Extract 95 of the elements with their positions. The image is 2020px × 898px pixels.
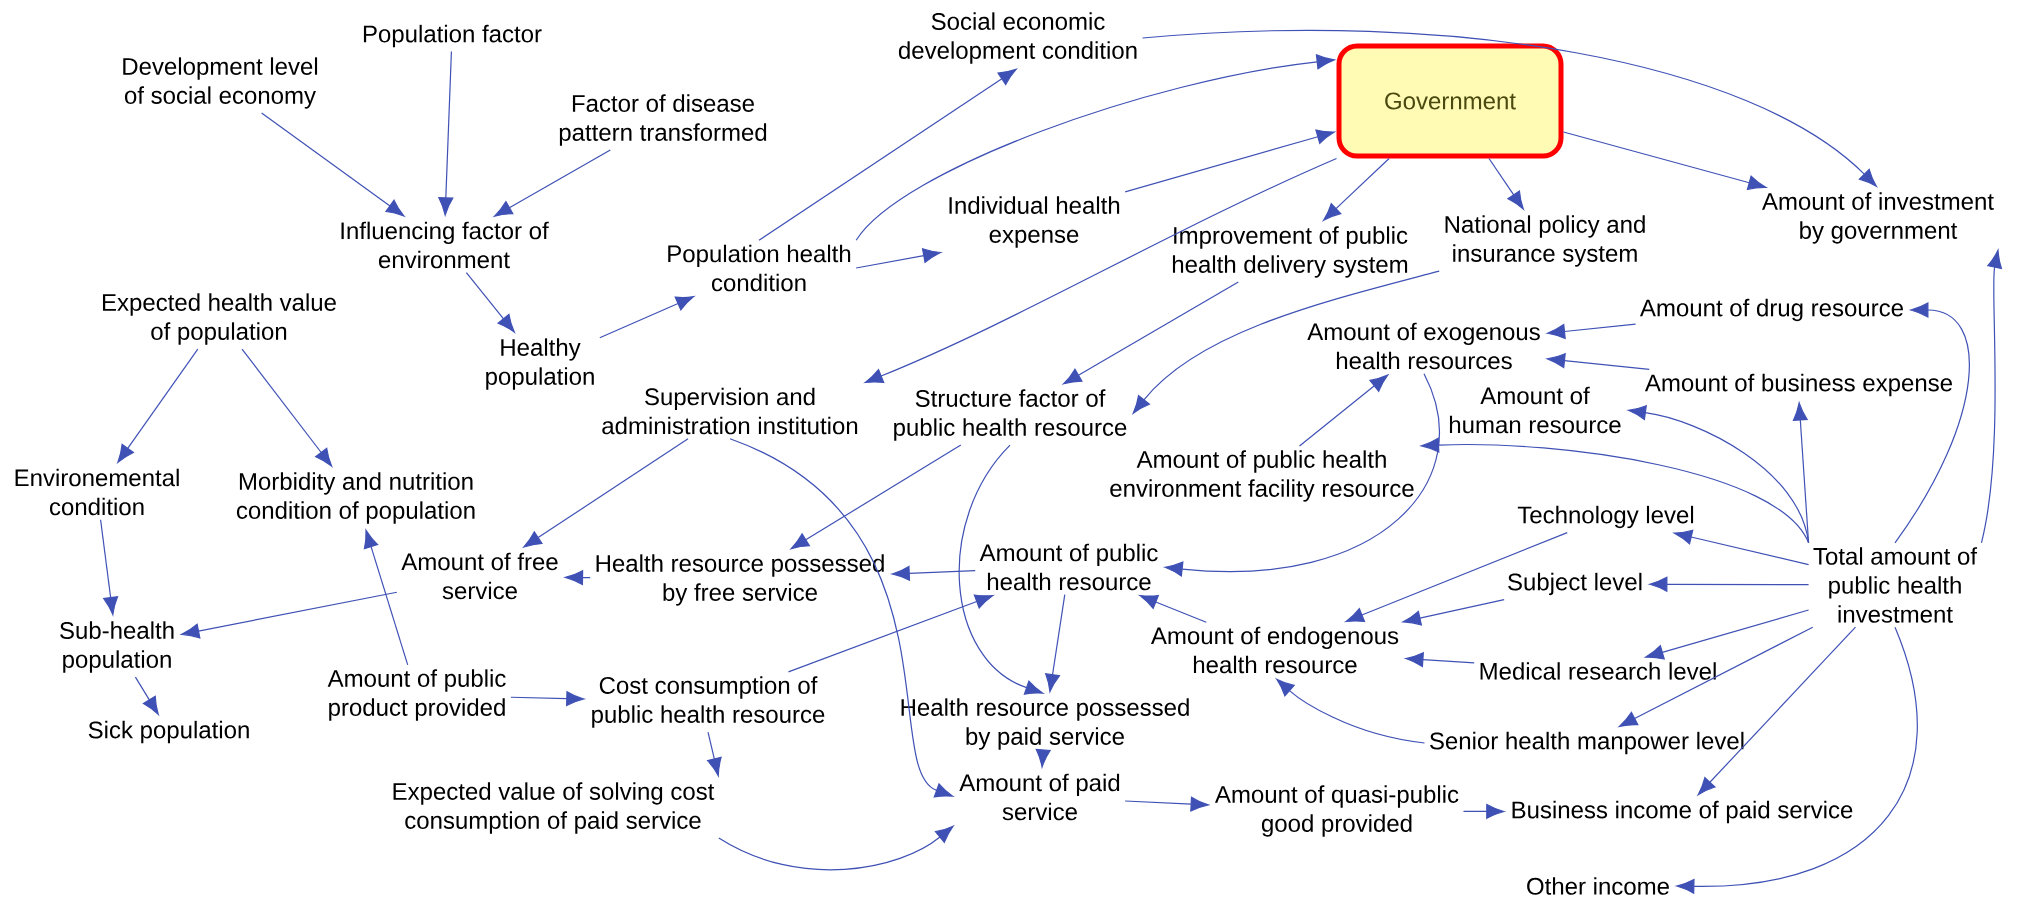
arrow	[599, 296, 695, 339]
arrow	[1124, 796, 1209, 812]
variable-label: Influencing factor of environment	[341, 221, 549, 269]
arrow	[465, 272, 515, 333]
variable-label: Subject level	[1508, 572, 1642, 596]
arrow	[855, 248, 942, 269]
arrow	[493, 149, 611, 217]
arrow	[1894, 302, 1970, 544]
arrow	[438, 51, 454, 216]
arrow	[1673, 529, 1810, 566]
variable-label: Sick population	[88, 720, 249, 744]
variable-label: Amount of endogenous health resource	[1150, 626, 1399, 674]
variable-label: Factor of disease pattern transformed	[559, 94, 767, 146]
variable-label: Individual health expense	[949, 196, 1120, 248]
variable-label: Health resource possessed by paid service	[901, 698, 1189, 750]
variable-label: Business income of paid service	[1512, 800, 1853, 824]
arrow	[958, 444, 1044, 695]
variable-label: Other income	[1527, 877, 1669, 895]
arrow	[790, 444, 962, 550]
arrow	[1139, 594, 1207, 623]
variable-label: Amount of investment by government	[1762, 192, 1994, 244]
variable-label: Senior health manpower level	[1430, 731, 1744, 755]
arrow	[787, 594, 994, 673]
arrow	[1627, 405, 1810, 544]
arrow	[1562, 131, 1767, 191]
arrow	[1132, 270, 1440, 414]
arrow	[363, 529, 409, 666]
arrow	[1697, 626, 1857, 796]
arrow	[1345, 532, 1568, 623]
variable-label: Development level of social economy	[123, 57, 318, 109]
variable-label: National policy and insurance system	[1445, 215, 1645, 267]
arrow	[1405, 652, 1475, 668]
arrow	[1462, 803, 1505, 819]
highlighted-box: Government	[1336, 43, 1564, 159]
arrow	[1618, 626, 1814, 727]
variable-label: Sub-health population	[60, 621, 174, 673]
arrow	[1676, 626, 1918, 894]
arrow	[855, 54, 1335, 241]
variable-label: Environemental condition	[15, 468, 179, 516]
arrow	[100, 519, 119, 616]
variable-label: Morbidity and nutrition condition of population	[236, 472, 475, 524]
variable-label: Expected value of solving cost consumption of paid service	[393, 782, 715, 834]
variable-label: Medical research level	[1480, 662, 1716, 680]
arrow	[1298, 374, 1389, 447]
arrow	[1402, 599, 1505, 626]
arrow	[1124, 129, 1335, 193]
arrow	[261, 112, 405, 217]
arrow	[134, 676, 159, 716]
variable-label: Amount of exogenous health resources	[1307, 322, 1540, 370]
variable-label: Amount of drug resource	[1639, 298, 1903, 322]
variable-label: Population factor	[363, 24, 542, 48]
arrow	[718, 825, 954, 871]
variable-label: Amount of public product provided	[327, 669, 506, 721]
arrow	[1045, 594, 1066, 693]
arrow	[1546, 323, 1637, 339]
arrow	[1035, 748, 1051, 768]
arrow	[1323, 157, 1390, 221]
variable-label: Improvement of public health delivery system	[1172, 226, 1408, 278]
variable-label: Cost consumption of public health resource	[592, 676, 825, 728]
arrow	[564, 570, 591, 586]
arrow	[117, 348, 199, 463]
arrow	[891, 565, 976, 581]
arrow	[1980, 249, 2002, 544]
arrow	[181, 591, 398, 639]
arrow	[1649, 576, 1810, 592]
variable-label: Amount of free service	[401, 552, 558, 600]
variable-label: Amount of public health environment facility resource	[1110, 450, 1414, 502]
variable-label: Expected health value of population	[103, 293, 336, 345]
arrow	[510, 691, 585, 707]
arrow	[1063, 281, 1239, 385]
variable-label: Amount of quasi-public good provided	[1214, 785, 1459, 837]
variable-label: Healthy population	[486, 338, 594, 390]
arrow	[1488, 157, 1524, 210]
arrow	[864, 157, 1338, 384]
arrow	[729, 438, 954, 798]
arrow	[1141, 29, 1877, 187]
arrow	[707, 731, 722, 777]
arrow	[1645, 609, 1810, 660]
variable-label: Structure factor of public health resource	[894, 389, 1127, 441]
variable-label: Supervision and administration institution	[602, 387, 858, 435]
variable-label: Technology level	[1517, 505, 1694, 529]
variable-label: Amount of business expense	[1644, 373, 1952, 397]
arrow	[241, 348, 333, 467]
variable-label: Population health condition	[668, 244, 851, 292]
arrow	[1546, 353, 1650, 370]
variable-label: Total amount of public health investment	[1813, 547, 1978, 623]
arrow	[1276, 678, 1426, 744]
arrow	[1420, 437, 1810, 544]
arrow	[758, 68, 1017, 241]
variable-label: Amount of paid service	[959, 773, 1120, 821]
arrow	[523, 438, 689, 548]
variable-label: Amount of human resource	[1449, 386, 1621, 434]
variable-label: Social economic development condition	[898, 12, 1137, 64]
arrow	[1164, 373, 1440, 577]
variable-label: Amount of public health resource	[979, 543, 1158, 591]
